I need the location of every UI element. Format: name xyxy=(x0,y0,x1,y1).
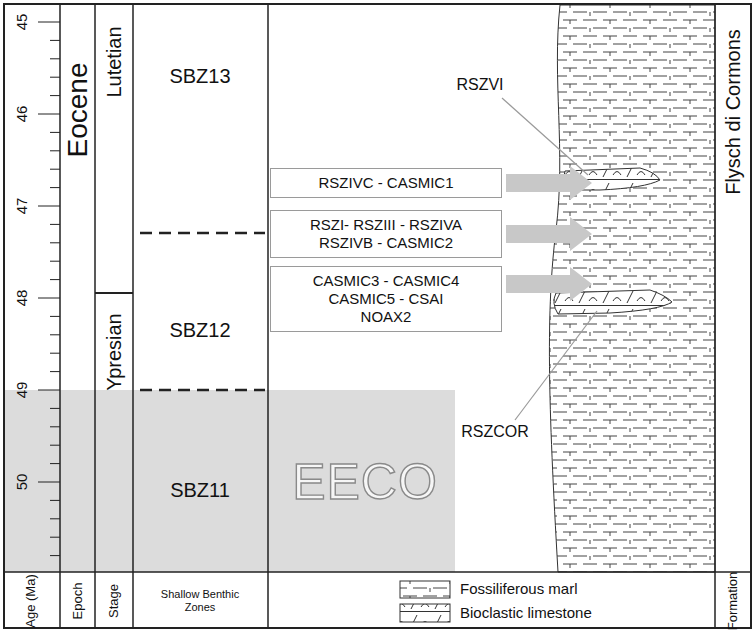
column-heading: Shallow Benthic Zones xyxy=(158,588,242,613)
age-number: 48 xyxy=(14,290,31,307)
block-arrow xyxy=(506,217,592,251)
age-tick xyxy=(50,187,60,188)
grid-lines xyxy=(5,5,750,627)
eeco-band xyxy=(5,390,455,572)
sample-list: RSZIVC - CASMIC1 xyxy=(318,174,453,191)
age-tick xyxy=(38,114,60,115)
age-tick xyxy=(50,150,60,151)
age-tick xyxy=(50,537,60,538)
column-heading: Age (Ma) xyxy=(24,574,38,627)
legend-sample xyxy=(400,581,450,598)
age-tick xyxy=(50,40,60,41)
age-tick xyxy=(50,77,60,78)
zone-name: SBZ11 xyxy=(170,479,230,501)
age-tick xyxy=(38,482,60,483)
age-tick xyxy=(50,518,60,519)
block-arrow xyxy=(506,267,592,301)
age-number: 47 xyxy=(14,198,31,215)
sample-arrows xyxy=(506,166,592,301)
age-number: 46 xyxy=(14,106,31,123)
age-tick xyxy=(50,408,60,409)
column-heading: Epoch xyxy=(71,583,85,620)
age-tick xyxy=(38,22,60,23)
legend-text: Bioclastic limestone xyxy=(460,605,592,622)
sample-list: RSZI- RSZIII - RSZIVA RSZIVB - CASMIC2 xyxy=(310,216,462,251)
stage-name: Lutetian xyxy=(103,26,125,97)
legend-sample xyxy=(400,604,450,622)
stage-name: Ypresian xyxy=(103,313,125,390)
age-tick xyxy=(38,390,60,391)
age-tick xyxy=(50,371,60,372)
age-tick xyxy=(50,316,60,317)
sample-box: RSZIVC - CASMIC1 xyxy=(270,168,502,198)
sample-box: CASMIC3 - CASMIC4 CASMIC5 - CSAI NOAX2 xyxy=(270,266,502,332)
age-number: 45 xyxy=(14,14,31,31)
age-tick xyxy=(50,132,60,133)
epoch-name: Eocene xyxy=(63,63,94,158)
age-tick xyxy=(50,500,60,501)
eeco-label: EECO xyxy=(292,455,438,510)
leader-lines xyxy=(502,98,597,420)
age-tick xyxy=(50,279,60,280)
age-tick xyxy=(50,353,60,354)
block-arrow xyxy=(506,166,592,200)
formation-name: Flysch di Cormons xyxy=(722,29,744,195)
sample-label: RSZVI xyxy=(456,76,503,94)
column-heading: Formation xyxy=(726,572,740,631)
sample-box: RSZI- RSZIII - RSZIVA RSZIVB - CASMIC2 xyxy=(270,210,502,258)
sample-list: CASMIC3 - CASMIC4 CASMIC5 - CSAI NOAX2 xyxy=(313,272,460,325)
age-tick xyxy=(50,95,60,96)
age-tick xyxy=(38,298,60,299)
age-ticks xyxy=(38,22,60,556)
age-tick xyxy=(50,58,60,59)
column-heading: Stage xyxy=(107,584,121,618)
age-tick xyxy=(50,445,60,446)
age-tick xyxy=(50,224,60,225)
age-tick xyxy=(38,206,60,207)
zone-name: SBZ13 xyxy=(169,65,230,87)
age-tick xyxy=(50,426,60,427)
age-number: 50 xyxy=(14,474,31,491)
age-tick xyxy=(50,463,60,464)
sample-label: RSZCOR xyxy=(461,423,529,441)
leader-line xyxy=(515,311,597,420)
zone-name: SBZ12 xyxy=(169,319,230,341)
age-tick xyxy=(50,555,60,556)
age-number: 49 xyxy=(14,382,31,399)
frame xyxy=(4,4,751,628)
age-tick xyxy=(50,169,60,170)
age-tick xyxy=(50,242,60,243)
age-tick xyxy=(50,334,60,335)
legend-text: Fossiliferous marl xyxy=(460,581,578,598)
leader-line xyxy=(502,98,588,175)
age-tick xyxy=(50,261,60,262)
